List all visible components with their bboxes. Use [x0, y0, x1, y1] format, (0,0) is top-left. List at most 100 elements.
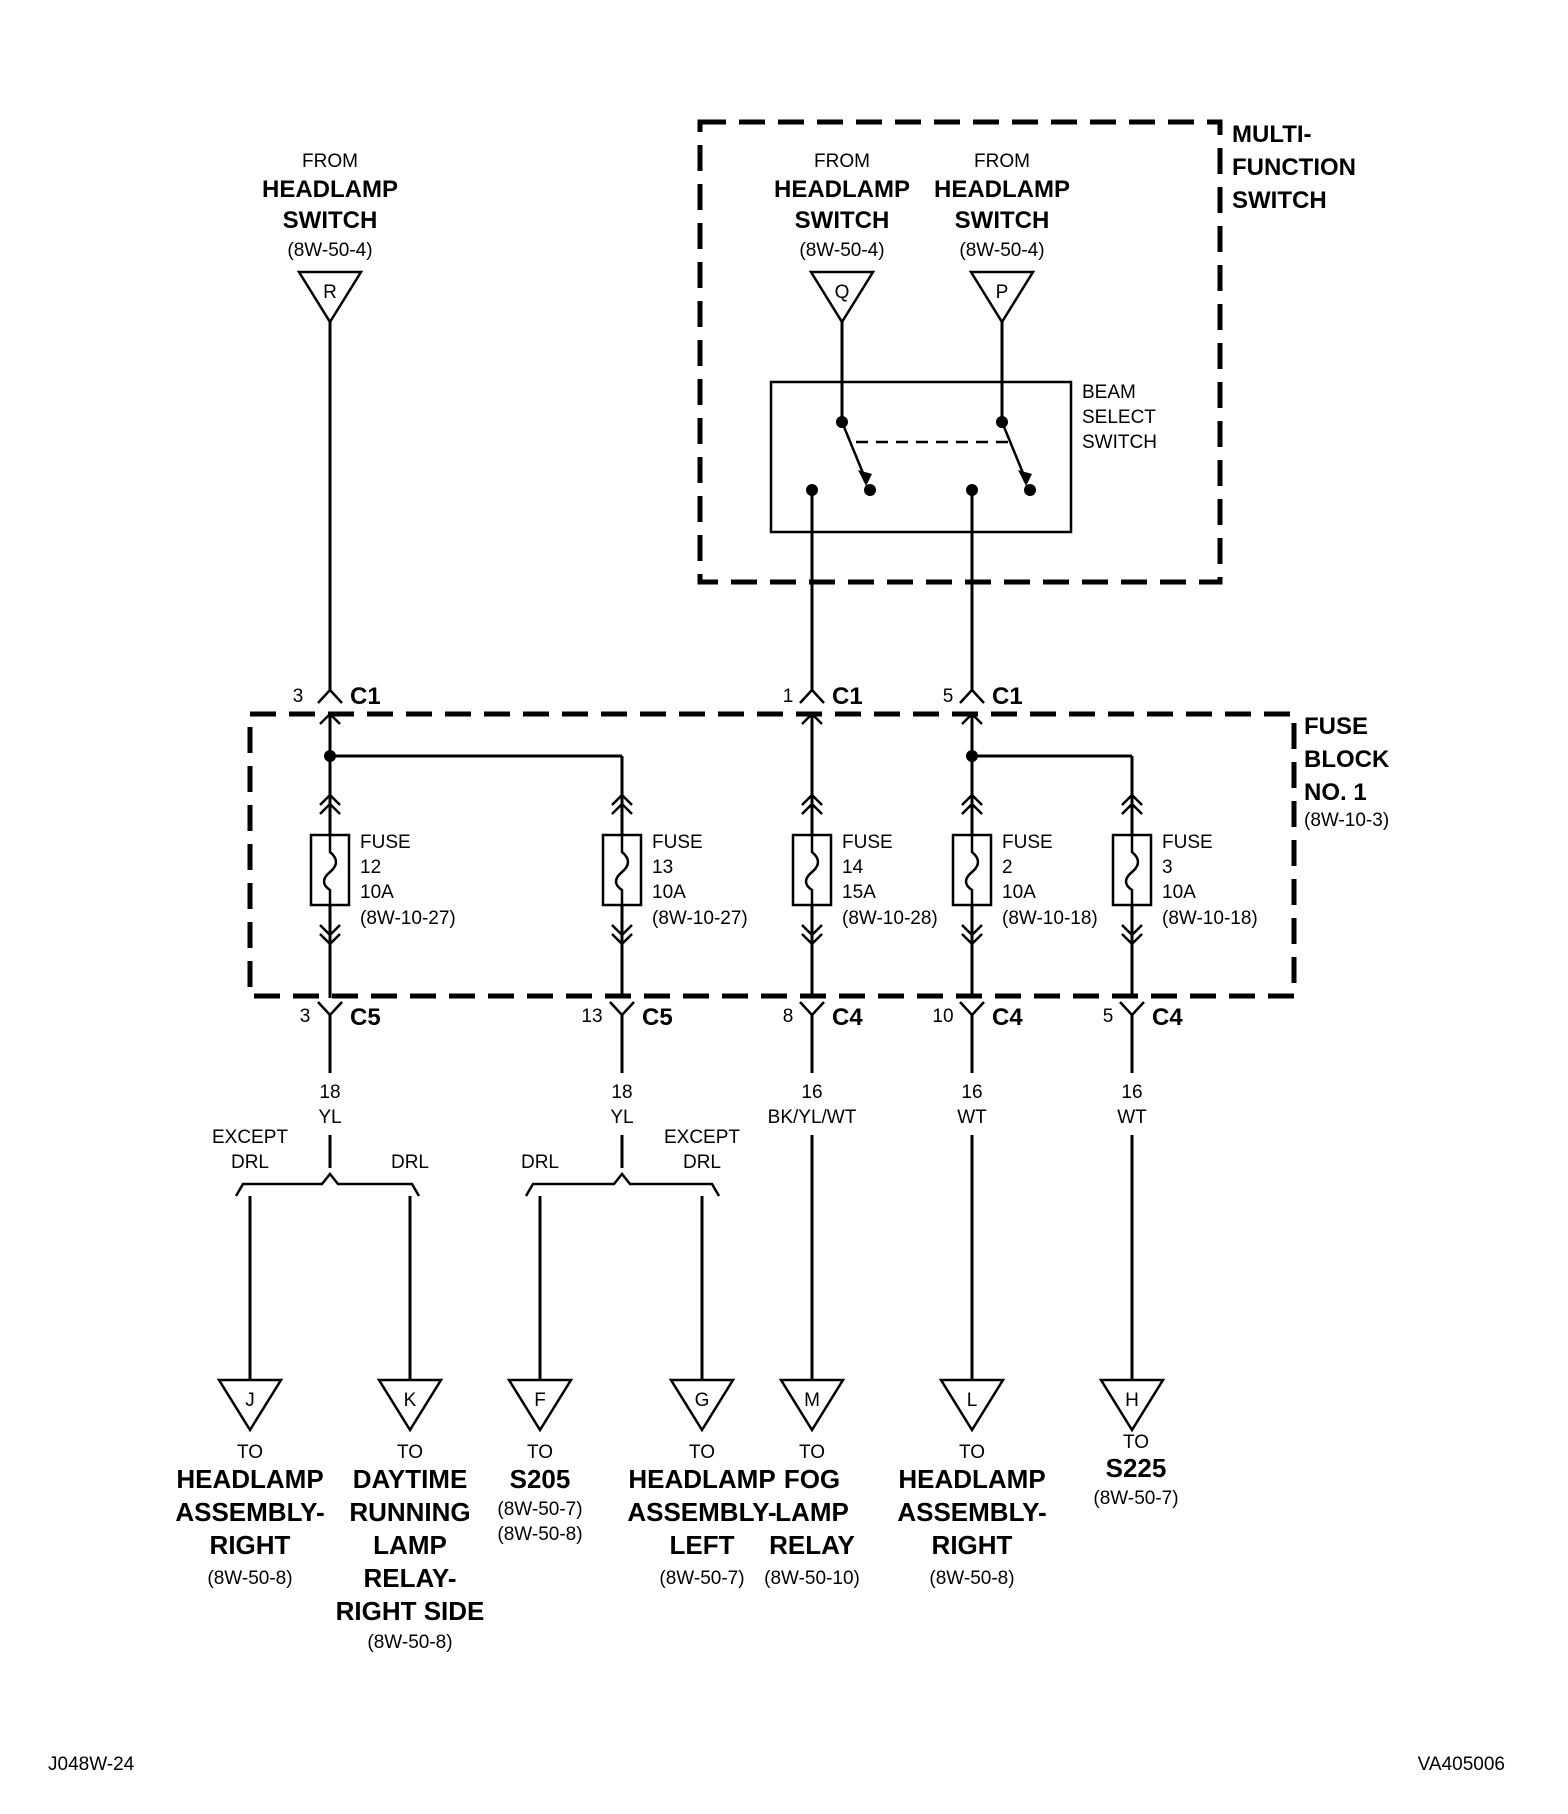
source-r-name2: SWITCH [283, 207, 378, 234]
wire-3-color: BK/YL/WT [768, 1107, 857, 1128]
beam-select-switch: BEAM SELECT SWITCH [769, 322, 1157, 534]
dest-k-to: TO [397, 1442, 423, 1463]
branch-left-except-1: EXCEPT [212, 1127, 288, 1148]
source-p-from: FROM [974, 151, 1030, 172]
c5-3-conn: C5 [350, 1004, 381, 1031]
dest-l-pin: L [967, 1390, 978, 1411]
dest-m-ref: (8W-50-10) [764, 1568, 860, 1589]
dest-f-ref-2: (8W-50-8) [497, 1524, 582, 1545]
dest-g-ref: (8W-50-7) [659, 1568, 744, 1589]
dest-j-line-3: RIGHT [210, 1530, 291, 1560]
source-q-from: FROM [814, 151, 870, 172]
dest-m-pin: M [804, 1390, 820, 1411]
wire-5-gauge: 16 [1121, 1082, 1142, 1103]
fuse-14-label: FUSE [842, 832, 893, 853]
c1-1-pin: 1 [783, 686, 794, 707]
source-q-pin: Q [835, 282, 850, 303]
connector-c5-13: 13 C5 [581, 1001, 673, 1031]
fuse-14-amp: 15A [842, 882, 876, 903]
dest-h-line-1: S225 [1106, 1453, 1167, 1483]
fuse-2-ref: (8W-10-18) [1002, 908, 1098, 929]
branch-right-drl: DRL [521, 1152, 559, 1173]
fuse-12-amp: 10A [360, 882, 394, 903]
wire-5-color: WT [1117, 1107, 1147, 1128]
fuse-13-num: 13 [652, 857, 673, 878]
source-q-triangle [808, 270, 876, 325]
fuse-3-num: 3 [1162, 857, 1173, 878]
wire-2-color: YL [610, 1107, 633, 1128]
source-r: FROM HEADLAMP SWITCH (8W-50-4) R [262, 151, 398, 325]
fuse-2-amp: 10A [1002, 882, 1036, 903]
connector-c4-5: 5 C4 [1103, 1001, 1183, 1031]
fuse-block-ref: (8W-10-3) [1304, 810, 1389, 831]
source-q-ref: (8W-50-4) [799, 240, 884, 261]
beam-select-label-2: SELECT [1082, 407, 1156, 428]
destination-f: F TO S205 (8W-50-7) (8W-50-8) [497, 1378, 583, 1545]
c1-3-conn: C1 [350, 683, 381, 710]
switch-arm-p [1000, 421, 1027, 479]
dest-j-pin: J [245, 1390, 255, 1411]
switch-arrow-q [858, 470, 872, 486]
footer-left-code: J048W-24 [48, 1754, 135, 1775]
source-r-triangle [296, 270, 364, 325]
fuse-12-label: FUSE [360, 832, 411, 853]
fuse-3: FUSE 3 10A (8W-10-18) [1111, 793, 1258, 998]
c1-5-pin: 5 [943, 686, 954, 707]
fuse-2-num: 2 [1002, 857, 1013, 878]
dest-f-line-1: S205 [510, 1464, 571, 1494]
fuse-13: FUSE 13 10A (8W-10-27) [601, 793, 748, 998]
branch-right-except-2: DRL [683, 1152, 721, 1173]
dest-k-pin: K [404, 1390, 417, 1411]
branch-right-except-1: EXCEPT [664, 1127, 740, 1148]
branch-left: EXCEPT DRL DRL [212, 1127, 429, 1380]
dest-l-to: TO [959, 1442, 985, 1463]
dest-k-line-2: RUNNING [349, 1497, 470, 1527]
c4-8-pin: 8 [783, 1006, 794, 1027]
wire-4-color: WT [957, 1107, 987, 1128]
wire-1-gauge: 18 [319, 1082, 340, 1103]
dest-k-line-4: RELAY- [364, 1563, 457, 1593]
contact-p-high [1024, 484, 1036, 496]
mfs-label-3: SWITCH [1232, 187, 1327, 214]
fuse-block-label-1: FUSE [1304, 713, 1368, 740]
fuse-3-amp: 10A [1162, 882, 1196, 903]
c4-5-pin: 5 [1103, 1006, 1114, 1027]
fuse-13-amp: 10A [652, 882, 686, 903]
fuse-14-ref: (8W-10-28) [842, 908, 938, 929]
dest-k-line-5: RIGHT SIDE [336, 1596, 485, 1626]
dest-g-line-1: HEADLAMP [628, 1464, 775, 1494]
c5-3-pin: 3 [300, 1006, 311, 1027]
dest-m-line-2: LAMP [775, 1497, 849, 1527]
fuse-2: FUSE 2 10A (8W-10-18) [951, 756, 1098, 998]
switch-arm-q [840, 421, 867, 479]
c5-13-pin: 13 [581, 1006, 602, 1027]
c1-3-pin: 3 [293, 686, 304, 707]
connector-c4-8: 8 C4 [783, 1001, 863, 1031]
destination-g: G TO HEADLAMP ASSEMBLY- LEFT (8W-50-7) [627, 1378, 777, 1589]
c4-5-conn: C4 [1152, 1004, 1183, 1031]
source-p-triangle [968, 270, 1036, 325]
dest-l-line-2: ASSEMBLY- [897, 1497, 1046, 1527]
source-p-name1: HEADLAMP [934, 176, 1070, 203]
branch-left-except-2: DRL [231, 1152, 269, 1173]
source-p-name2: SWITCH [955, 207, 1050, 234]
fuse-block-label-2: BLOCK [1304, 746, 1390, 773]
fuse-12-ref: (8W-10-27) [360, 908, 456, 929]
fuse-12-num: 12 [360, 857, 381, 878]
connector-c1-1: 1 C1 [783, 683, 863, 710]
dest-j-to: TO [237, 1442, 263, 1463]
wire-2-gauge: 18 [611, 1082, 632, 1103]
dest-l-ref: (8W-50-8) [929, 1568, 1014, 1589]
dest-k-ref: (8W-50-8) [367, 1632, 452, 1653]
source-r-from: FROM [302, 151, 358, 172]
destination-j: J TO HEADLAMP ASSEMBLY- RIGHT (8W-50-8) [175, 1378, 325, 1589]
beam-select-label-1: BEAM [1082, 382, 1136, 403]
wire-4-gauge: 16 [961, 1082, 982, 1103]
destination-h: H TO S225 (8W-50-7) [1093, 1378, 1179, 1509]
fuse-12: FUSE 12 10A (8W-10-27) [309, 756, 456, 998]
mfs-label-1: MULTI- [1232, 121, 1312, 148]
fuse-13-ref: (8W-10-27) [652, 908, 748, 929]
dest-j-line-1: HEADLAMP [176, 1464, 323, 1494]
source-r-name1: HEADLAMP [262, 176, 398, 203]
